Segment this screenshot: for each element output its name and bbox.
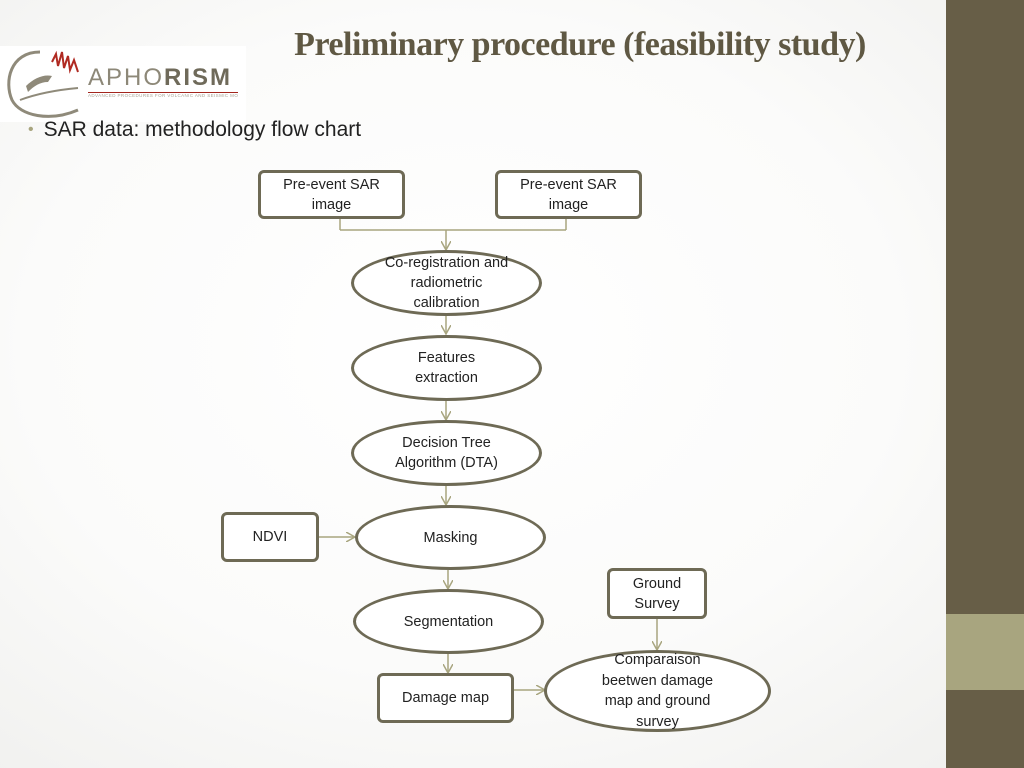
bullet-item: • SAR data: methodology flow chart	[28, 118, 361, 142]
node-segmentation: Segmentation	[353, 589, 544, 654]
logo-tagline: ADVANCED PROCEDURES FOR VOLCANIC AND SEI…	[88, 92, 238, 98]
node-masking: Masking	[355, 505, 546, 570]
flowchart-connectors	[319, 219, 946, 768]
right-band-accent	[946, 614, 1024, 690]
node-pre-event-sar-image-1: Pre-event SAR image	[258, 170, 405, 219]
logo-wordmark: APHORISM	[88, 64, 233, 91]
node-features-extraction: Features extraction	[351, 335, 542, 401]
node-ground-survey: Ground Survey	[607, 568, 707, 619]
node-coregistration: Co-registration and radiometric calibrat…	[351, 250, 542, 316]
merge-connector	[339, 219, 567, 231]
aphorism-logo: APHORISM ADVANCED PROCEDURES FOR VOLCANI…	[0, 46, 246, 122]
node-pre-event-sar-image-2: Pre-event SAR image	[495, 170, 642, 219]
bullet-dot-icon: •	[28, 121, 34, 138]
node-comparison: Comparaison beetwen damage map and groun…	[544, 650, 771, 732]
logo-emblem-icon	[7, 50, 79, 118]
bullet-text: SAR data: methodology flow chart	[43, 118, 362, 141]
node-damage-map: Damage map	[377, 673, 514, 723]
node-decision-tree-algorithm: Decision Tree Algorithm (DTA)	[351, 420, 542, 486]
node-ndvi: NDVI	[221, 512, 319, 562]
slide-title: Preliminary procedure (feasibility study…	[294, 26, 866, 63]
